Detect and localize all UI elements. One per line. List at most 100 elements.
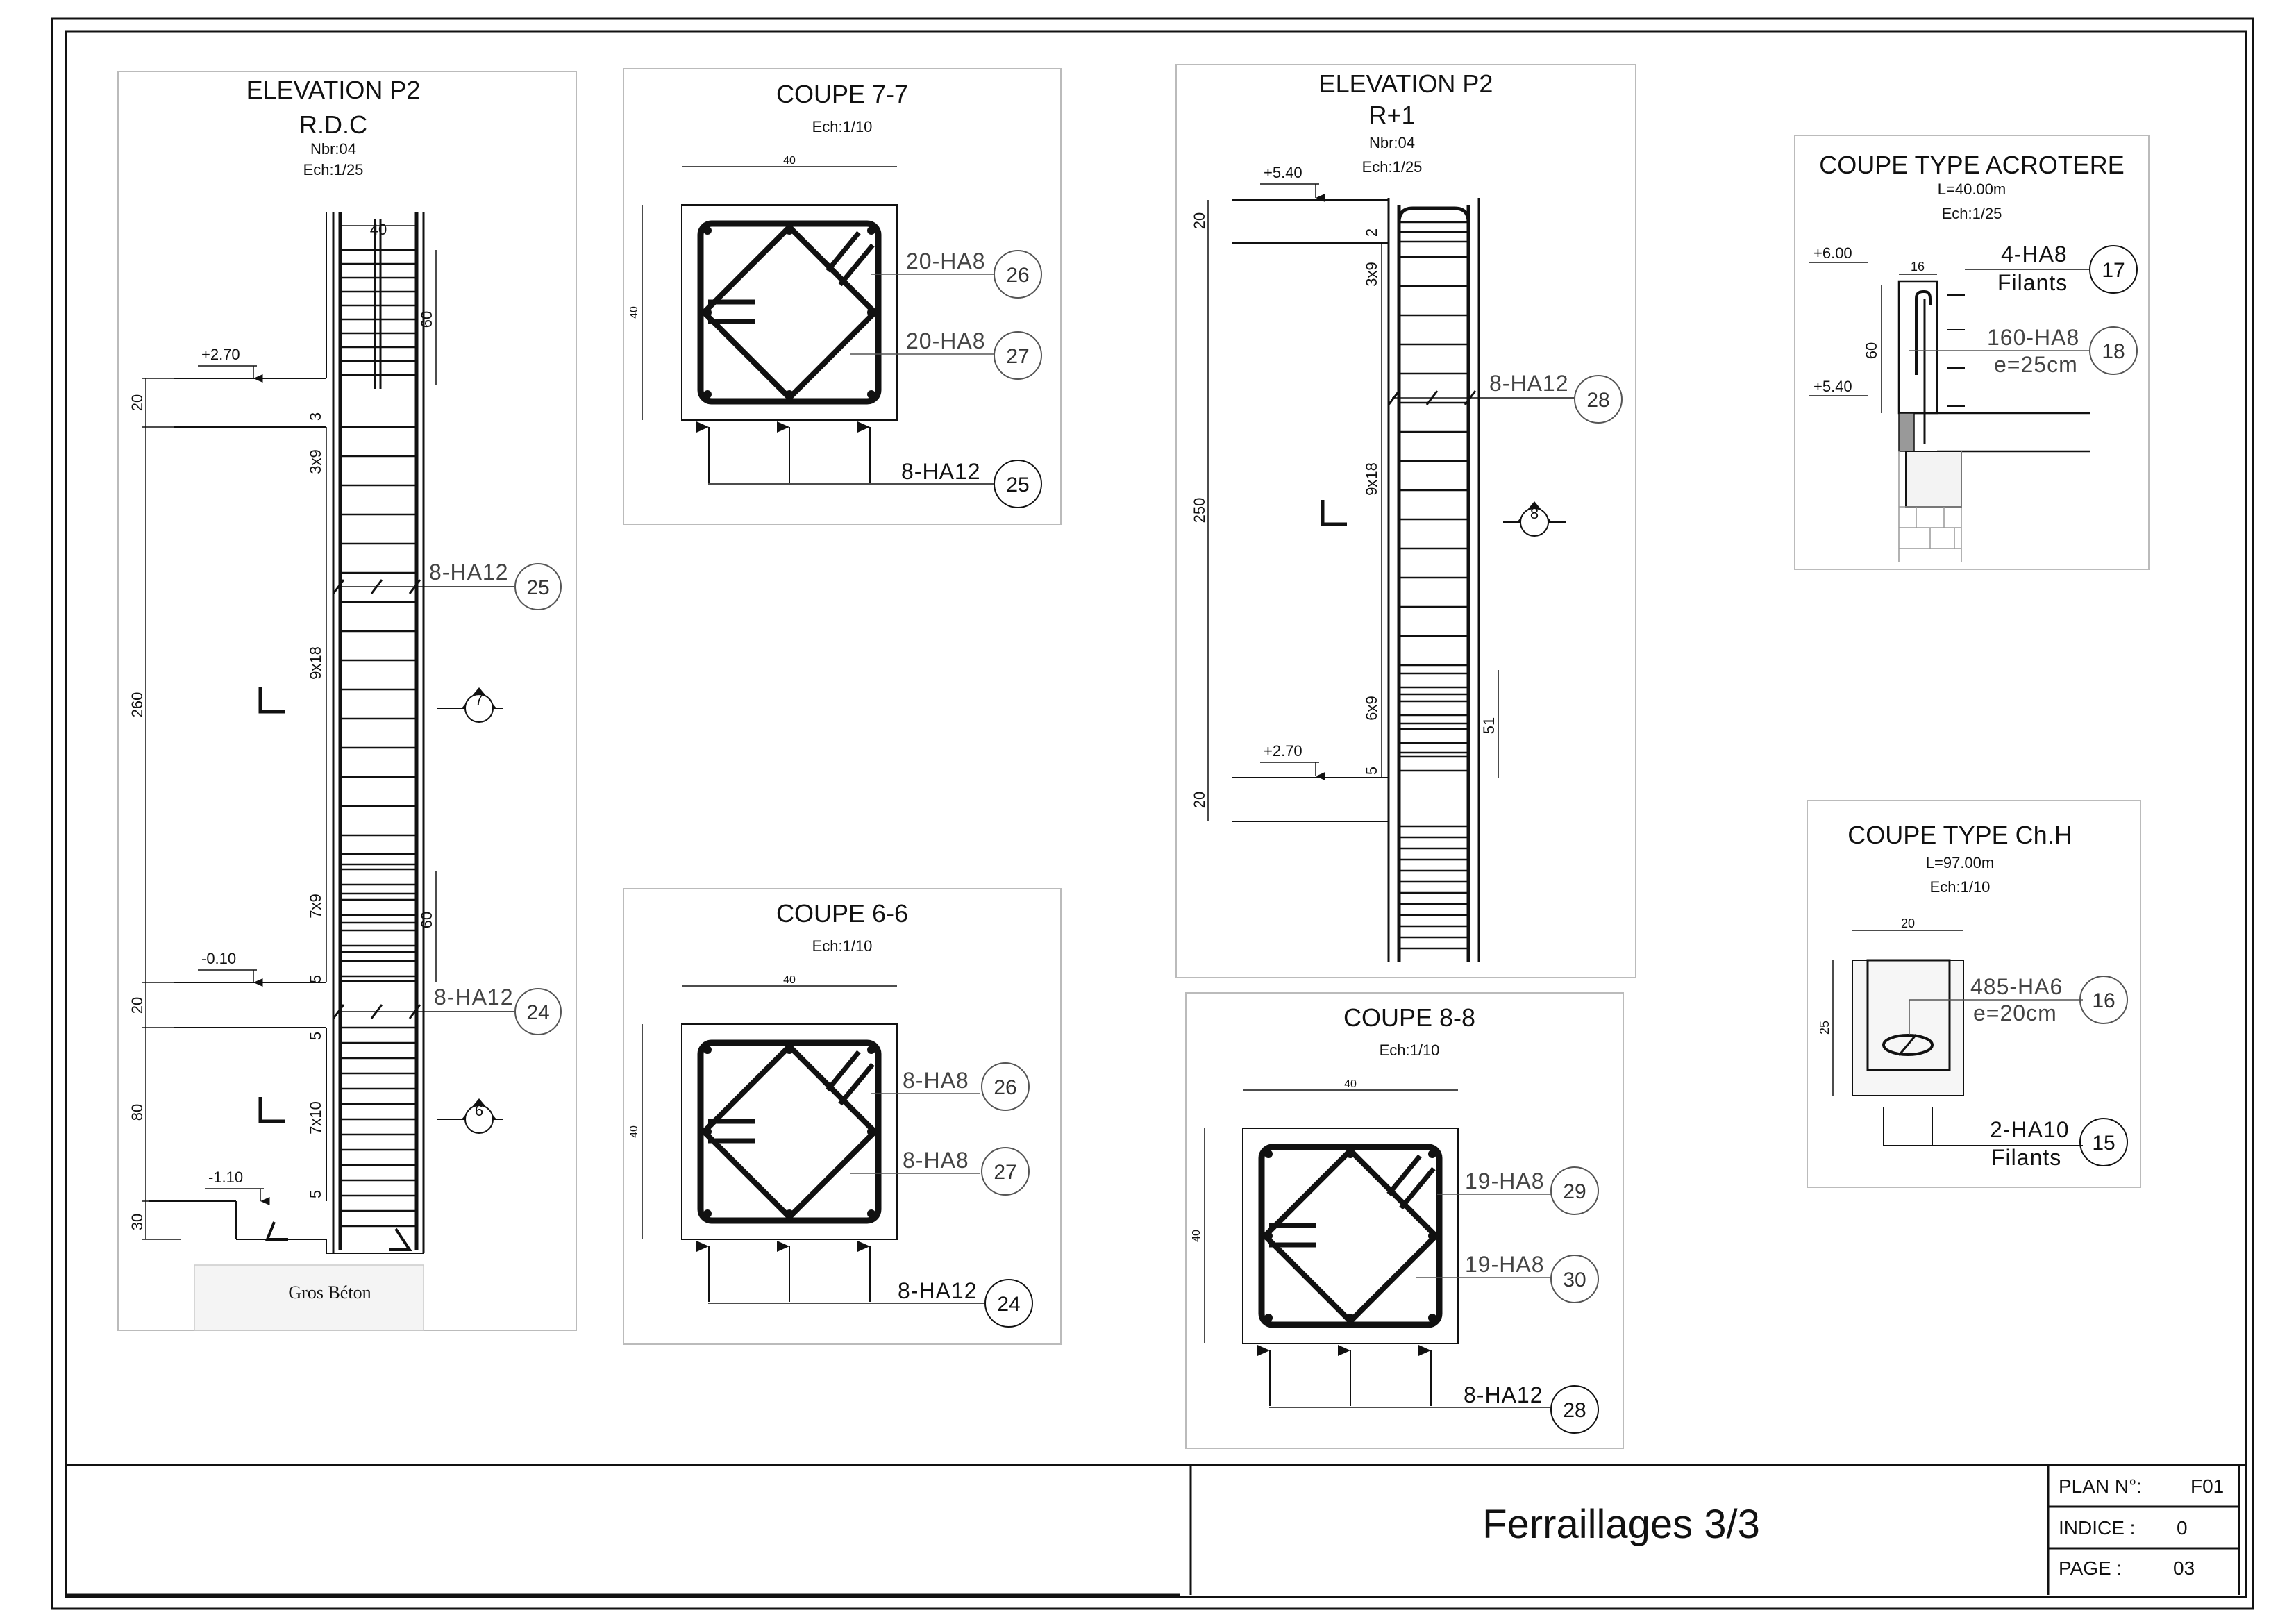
r1-dim-i: 51 [1480, 717, 1498, 734]
rebar-dot [1264, 1150, 1273, 1158]
chainage-callout-16-text2: e=20cm [1973, 1001, 2057, 1026]
plan-number-value: F01 [2190, 1475, 2224, 1497]
rdc-dim-k: 5 [307, 975, 324, 983]
coupe-8-8-section [1242, 1128, 1459, 1406]
rebar-dot [1264, 1314, 1273, 1322]
rdc-callout-25-bubble [514, 563, 562, 610]
acrotere-callout-18-num: 18 [2102, 340, 2125, 363]
acrotere-dim-16: 16 [1911, 260, 1925, 274]
coupe-6-6-callout-26-bubble [981, 1062, 1030, 1111]
chainage-callout-16-text: 485-HA6 [1970, 974, 2063, 999]
elevation-rdc-title: ELEVATION P2 [246, 76, 421, 104]
indice-label: INDICE : [2059, 1517, 2135, 1539]
r1-stirrups [1399, 221, 1468, 950]
rdc-callout-24-bubble [514, 988, 562, 1035]
coupe-6-6-callout-26-text: 8-HA8 [903, 1068, 969, 1093]
acrotere-callout-17-num: 17 [2102, 259, 2125, 282]
acrotere-callout-17-bubble [2089, 245, 2138, 294]
rdc-dim-m: 7x10 [307, 1101, 324, 1135]
rebar-dot [1346, 1150, 1355, 1158]
chainage-dim-25: 25 [1818, 1021, 1832, 1035]
coupe-8-8-width-dim: 40 [1344, 1078, 1357, 1090]
coupe-6-6-title: COUPE 6-6 [776, 899, 908, 928]
section-mark-6: 6 [437, 1098, 503, 1134]
rebar-dot [785, 1046, 794, 1054]
coupe-6-6-height-dim: 40 [628, 1125, 640, 1138]
acrotere-callout-18-text2: e=25cm [1994, 352, 2078, 377]
rebar-dot [703, 308, 712, 317]
rdc-dim-n: 5 [307, 1190, 324, 1198]
svg-text:8: 8 [1530, 505, 1539, 522]
coupe-8-8-callout-29-num: 29 [1563, 1180, 1586, 1203]
coupe-6-6-callout-24-bubble [984, 1279, 1033, 1328]
coupe-6-6-width-dim: 40 [783, 974, 796, 986]
r1-callout-28-bubble [1574, 375, 1623, 424]
chainage-callout-16-bubble [2079, 976, 2128, 1024]
rebar-dot [703, 390, 712, 399]
coupe-6-6-callout-24-num: 24 [997, 1293, 1020, 1316]
acrotere-callout-18-bubble [2089, 326, 2138, 375]
acrotere-scale: Ech:1/25 [1942, 205, 2002, 222]
rebar-dot [867, 390, 875, 399]
rebar-dot [1428, 1150, 1436, 1158]
coupe-7-7-callout-26-num: 26 [1006, 264, 1029, 287]
coupe-8-8-callout-30-bubble [1550, 1255, 1599, 1303]
coupe-8-8-callout-28-num: 28 [1563, 1399, 1586, 1422]
title-block: Ferraillages 3/3 PLAN N°: F01 INDICE : 0… [66, 1464, 2246, 1596]
elevation-r1-scale: Ech:1/25 [1362, 158, 1423, 176]
coupe-7-7-title: COUPE 7-7 [776, 80, 908, 108]
main-stirrup [697, 220, 882, 405]
elevation-rdc-level: R.D.C [299, 110, 367, 139]
coupe-8-8-callout-30-num: 30 [1563, 1269, 1586, 1291]
coupe-7-7-height-dim: 40 [628, 306, 640, 319]
sheet-title: Ferraillages 3/3 [1482, 1502, 1760, 1547]
rdc-dim-a: 20 [128, 394, 146, 411]
elevation-r1-level: R+1 [1368, 101, 1415, 129]
section-mark-8: 8 [1503, 501, 1566, 537]
chainage-callout-16-num: 16 [2092, 989, 2115, 1012]
acrotere-title: COUPE TYPE ACROTERE [1819, 151, 2124, 179]
rebar-dot [785, 390, 794, 399]
r1-callout-28-num: 28 [1586, 389, 1609, 412]
stirrup-hook [826, 1050, 861, 1092]
rdc-dim-f: 60 [418, 311, 435, 328]
chainage-callout-15-bubble [2079, 1118, 2128, 1166]
coupe-7-7-callout-27-text: 20-HA8 [906, 328, 986, 353]
rdc-level-2: -0.10 [201, 950, 236, 967]
rebar-dot [1264, 1232, 1273, 1240]
stirrup-hook [838, 243, 875, 287]
diamond-stirrup [700, 223, 879, 402]
concrete-outline [681, 1023, 898, 1240]
stirrup-hook [826, 231, 861, 273]
acrotere-panel: COUPE TYPE ACROTERE L=40.00m Ech:1/25 16… [1794, 135, 2150, 570]
chainage-length: L=97.00m [1926, 854, 1994, 871]
rebar-dot [1346, 1314, 1355, 1322]
stirrup-hook [1386, 1154, 1422, 1196]
rdc-callout-24-text: 8-HA12 [434, 985, 514, 1010]
rebar-dot [1428, 1314, 1436, 1322]
coupe-7-7-callout-27-num: 27 [1006, 345, 1029, 368]
rebar-dot [703, 226, 712, 235]
rebar-dot [867, 1209, 875, 1218]
rdc-width-dim: 40 [370, 221, 387, 238]
r1-dim-b: 250 [1191, 498, 1208, 524]
stirrup-hook [838, 1062, 875, 1106]
coupe-7-7-callout-25-num: 25 [1006, 474, 1029, 496]
elevation-rdc-panel: ELEVATION P2 R.D.C Nbr:04 Ech:1/25 40 [117, 71, 577, 1331]
coupe-8-8-callout-28-text: 8-HA12 [1464, 1382, 1543, 1407]
indice-value: 0 [2177, 1517, 2188, 1539]
acrotere-length: L=40.00m [1938, 181, 2006, 198]
chainage-panel: COUPE TYPE Ch.H L=97.00m Ech:1/10 20 25 … [1807, 800, 2141, 1188]
acrotere-level-2: +5.40 [1813, 378, 1852, 395]
elevation-rdc-nbr: Nbr:04 [310, 140, 356, 158]
rdc-dim-c: 20 [128, 997, 146, 1014]
acrotere-callout-18-text: 160-HA8 [1987, 325, 2079, 350]
r1-level-1: +5.40 [1264, 164, 1302, 181]
chainage-callout-15-num: 15 [2092, 1132, 2115, 1155]
coupe-7-7-callout-26-bubble [994, 250, 1042, 299]
coupe-6-6-callout-27-bubble [981, 1147, 1030, 1196]
rdc-dim-d: 80 [128, 1104, 146, 1121]
acrotere-callout-17-text2: Filants [1997, 270, 2068, 295]
chainage-callout-15-text: 2-HA10 [1990, 1117, 2070, 1142]
